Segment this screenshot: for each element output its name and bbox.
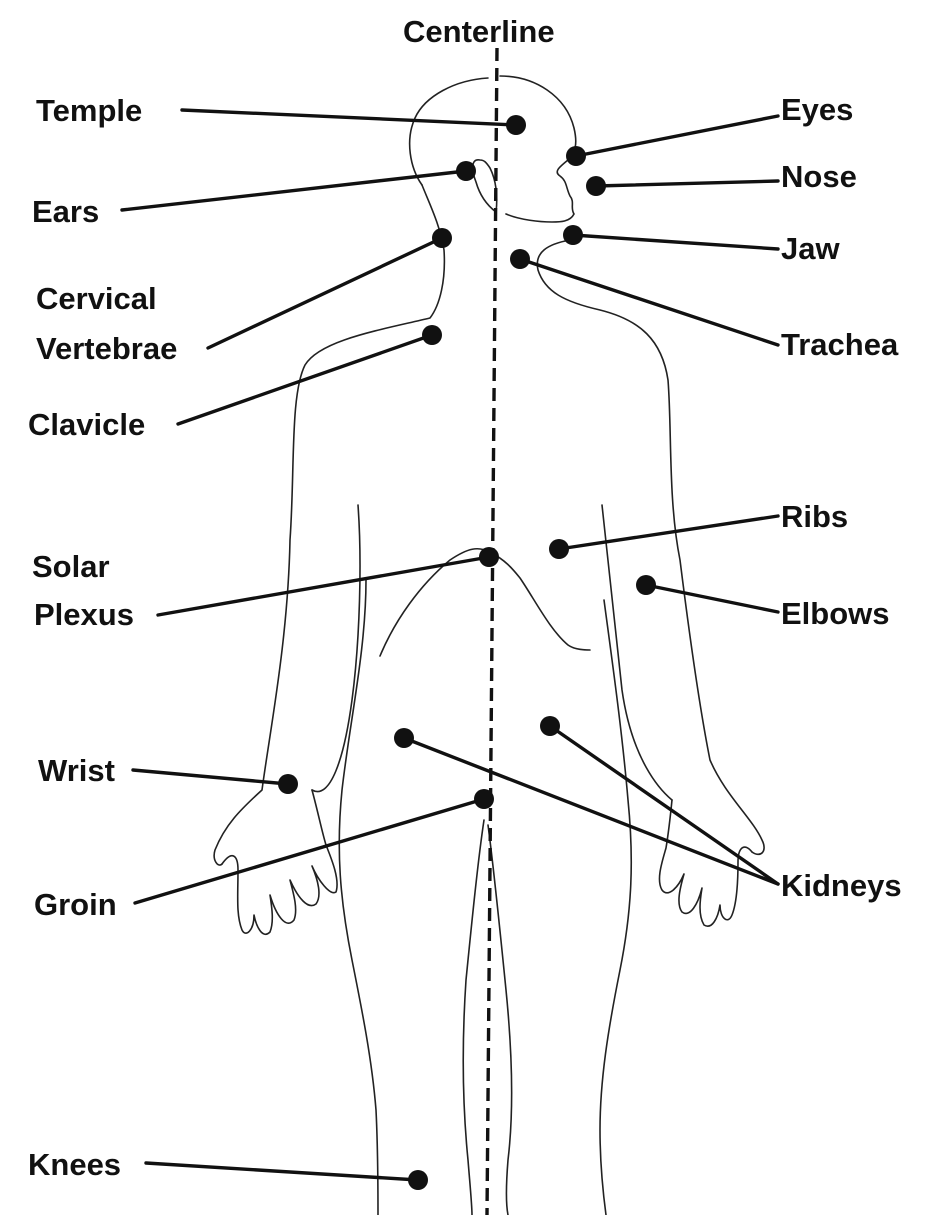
clavicle-label: Clavicle [28, 407, 145, 442]
ribs-label: Ribs [781, 499, 848, 534]
elbows-label: Elbows [781, 596, 890, 631]
solar-plexus-label-line1: Solar [32, 549, 110, 584]
nose-label: Nose [781, 159, 857, 194]
cervical-leader [208, 238, 442, 348]
temple-leader [182, 110, 516, 125]
centerline-label: Centerline [403, 14, 555, 49]
kidney-point-right [540, 716, 560, 736]
kidneys-leader-right [550, 726, 778, 884]
pressure-points [278, 115, 656, 1190]
ears-point [456, 161, 476, 181]
clavicle-leader [178, 335, 432, 424]
cervical-label-line1: Cervical [36, 281, 157, 316]
elbows-leader [646, 585, 778, 612]
trachea-leader [520, 259, 778, 345]
kidney-point-left [394, 728, 414, 748]
knees-point [408, 1170, 428, 1190]
leader-lines [122, 110, 778, 1180]
ears-leader [122, 171, 466, 210]
elbows-point [636, 575, 656, 595]
face-outline [500, 76, 576, 222]
head-outline [410, 78, 488, 185]
nose-point [586, 176, 606, 196]
eyes-leader [576, 116, 778, 156]
clavicle-point [422, 325, 442, 345]
kidneys-leader-left [404, 738, 778, 884]
solar-plexus-point [479, 547, 499, 567]
jaw-point [563, 225, 583, 245]
ribs-point [549, 539, 569, 559]
groin-leader [135, 799, 484, 903]
eyes-label: Eyes [781, 92, 853, 127]
nose-leader [596, 181, 778, 186]
cervical-label-line2: Vertebrae [36, 331, 177, 366]
groin-label: Groin [34, 887, 117, 922]
solar-plexus-label-line2: Plexus [34, 597, 134, 632]
right-inner-arm [602, 505, 672, 800]
eyes-point [566, 146, 586, 166]
left-inner-leg [463, 820, 484, 1215]
left-neck-shoulder [214, 185, 444, 865]
left-inner-arm [312, 505, 360, 792]
kidneys-label: Kidneys [781, 868, 902, 903]
ribs-leader [559, 516, 778, 549]
left-torso-leg [339, 580, 378, 1215]
wrist-label: Wrist [38, 753, 115, 788]
solar-plexus-leader [158, 557, 489, 615]
trachea-point [510, 249, 530, 269]
wrist-point [278, 774, 298, 794]
ear-outline [473, 160, 497, 212]
knees-label: Knees [28, 1147, 121, 1182]
right-inner-leg [488, 825, 512, 1215]
ears-label: Ears [32, 194, 99, 229]
temple-label: Temple [36, 93, 142, 128]
jaw-label: Jaw [781, 231, 840, 266]
right-hand-outline [659, 800, 752, 926]
cervical-vertebrae-point [432, 228, 452, 248]
body-outline [214, 76, 764, 1215]
centerline [487, 48, 497, 1215]
trachea-label: Trachea [781, 327, 899, 362]
right-torso-leg [600, 600, 631, 1215]
temple-point [506, 115, 526, 135]
jaw-leader [573, 235, 778, 249]
groin-point [474, 789, 494, 809]
